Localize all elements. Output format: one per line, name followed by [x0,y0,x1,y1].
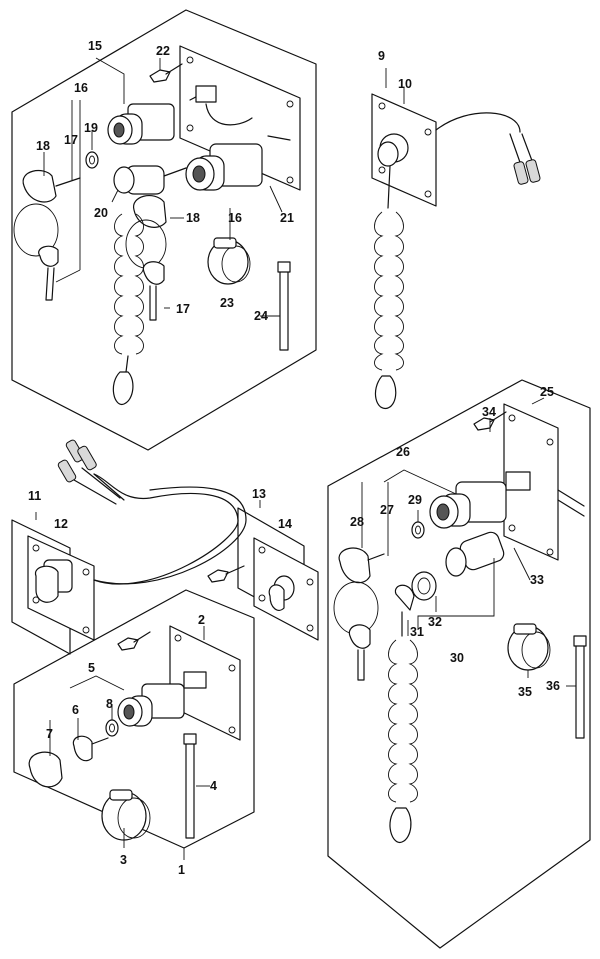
callout-28: 28 [350,515,364,529]
callout-17-top: 17 [64,133,78,147]
callout-24: 24 [254,309,268,323]
callout-4: 4 [210,779,217,793]
stop-switch-20 [113,165,187,195]
group-25-box [327,379,591,949]
callout-32: 32 [428,615,442,629]
leaders-group-15 [43,57,283,317]
tie-24 [277,261,291,351]
callout-3: 3 [120,853,127,867]
callout-11: 11 [28,489,41,503]
callout-7: 7 [46,727,53,741]
leaders-group-25 [361,397,576,687]
group-15-box [11,9,317,451]
cap-35 [507,623,551,671]
callout-36: 36 [546,679,560,693]
callout-12: 12 [54,517,68,531]
callout-16-top: 16 [74,81,88,95]
callout-2: 2 [198,613,205,627]
ignition-switch-16-lower [185,143,263,191]
key-17-right [125,194,167,321]
key-27-28 [333,547,385,681]
tie-4 [183,733,197,839]
lanyard-switch-9 [371,68,541,409]
key-6 [72,735,109,762]
tie-36 [573,635,587,739]
callout-labels: 15 22 16 17 19 18 20 18 16 21 23 17 24 9… [28,39,560,877]
callout-21: 21 [280,211,294,225]
group-11-panel [11,439,247,655]
callout-23: 23 [220,296,234,310]
lanyard-coil-31 [388,584,418,843]
callout-35: 35 [518,685,532,699]
group-13-panel [207,500,319,641]
callout-30: 30 [450,651,464,665]
callout-17-lower: 17 [176,302,190,316]
callout-25: 25 [540,385,554,399]
callout-1: 1 [178,863,185,877]
leaders-group-1 [49,626,210,860]
callout-9: 9 [378,49,385,63]
callout-34: 34 [482,405,496,419]
group-1-panel [117,625,241,741]
screw-22 [149,63,183,83]
callout-18-right: 18 [186,211,200,225]
callout-6: 6 [72,703,79,717]
callout-15: 15 [88,39,102,53]
callout-13: 13 [252,487,266,501]
callout-16-lower: 16 [228,211,242,225]
washer-8 [105,719,119,737]
callout-26: 26 [396,445,410,459]
group-15-panel [179,45,301,191]
callout-29: 29 [408,493,422,507]
keycap-7 [28,751,63,788]
stop-switch-30 [411,531,505,601]
washer-29 [411,521,425,539]
cap-23 [207,237,251,285]
callout-18-left: 18 [36,139,50,153]
callout-27: 27 [380,503,394,517]
callout-31: 31 [410,625,424,639]
callout-22: 22 [156,44,170,58]
key-17-left [13,169,81,301]
callout-19: 19 [84,121,98,135]
ignition-switch-26 [429,481,507,529]
group-1-box [13,589,255,849]
callout-10: 10 [398,77,412,91]
cap-3 [101,789,151,841]
callout-20: 20 [94,206,108,220]
washer-19 [85,151,99,169]
callout-8: 8 [106,697,113,711]
callout-14: 14 [278,517,292,531]
lanyard-coil-top-left [112,213,144,405]
callout-33: 33 [530,573,544,587]
callout-5: 5 [88,661,95,675]
ignition-switch-16-top [107,103,175,145]
